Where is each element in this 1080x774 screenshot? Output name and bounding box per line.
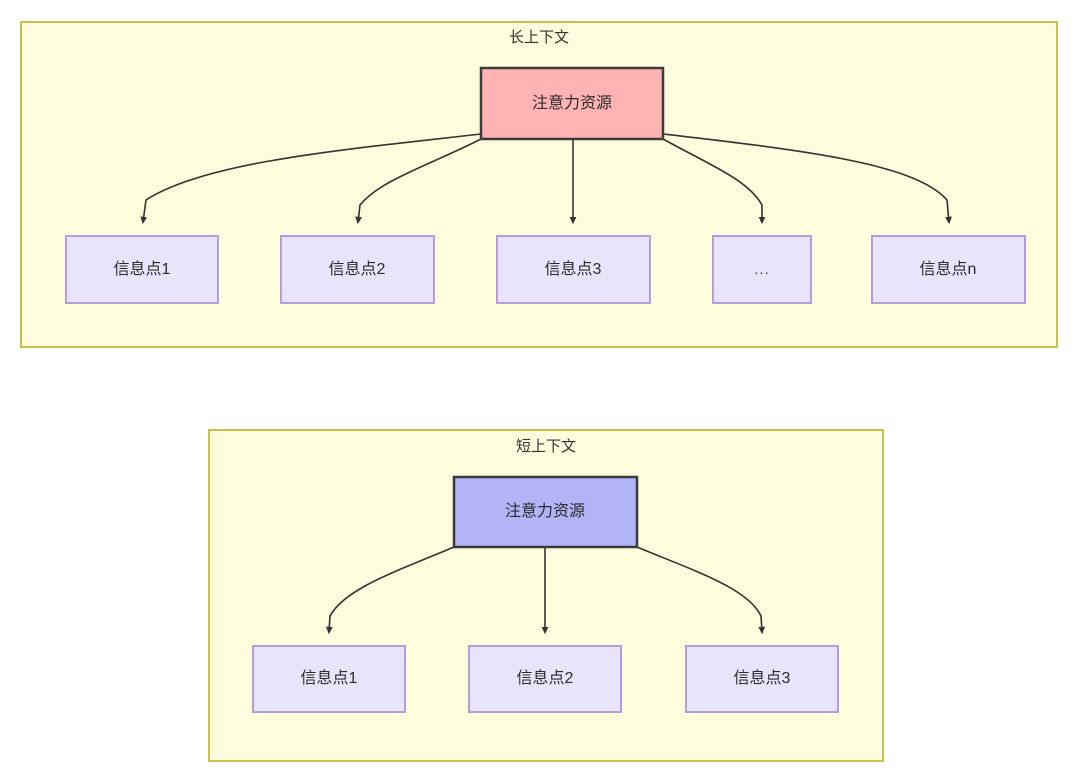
edge-attention-short-to-info-3 [636,546,766,635]
info-point-1-label: 信息点1 [114,260,171,278]
info-point-n[interactable]: 信息点n [871,235,1026,304]
long-context-edges [140,133,952,225]
info-point-1[interactable]: 信息点1 [65,235,219,304]
info-point-3-label: 信息点3 [545,260,602,278]
info-point-ellipsis-label: ... [754,261,770,278]
group-long-context: 长上下文 注意力资源 信息点1 信息点2 [20,21,1058,348]
info-point-3-box[interactable] [496,235,651,304]
short-context-edges [325,546,766,635]
short-info-point-2[interactable]: 信息点2 [468,645,622,713]
info-point-ellipsis-box[interactable] [712,235,812,304]
info-point-2-box[interactable] [280,235,435,304]
short-info-point-2-label: 信息点2 [517,669,574,687]
attention-resource-long-box[interactable] [479,66,665,141]
attention-resource-long[interactable]: 注意力资源 [479,66,665,141]
info-point-2[interactable]: 信息点2 [280,235,435,304]
edge-attention-to-info-1 [140,133,482,225]
edge-attention-to-info-2 [355,138,482,225]
info-point-ellipsis[interactable]: ... [712,235,812,304]
short-info-point-3-label: 信息点3 [734,669,791,687]
attention-resource-long-label: 注意力资源 [532,93,612,112]
info-point-n-label: 信息点n [920,260,977,278]
short-info-point-3[interactable]: 信息点3 [685,645,839,713]
short-info-point-3-box[interactable] [685,645,839,713]
group-short-context: 短上下文 注意力资源 信息点1 信息点2 信息点3 [208,429,884,762]
long-context-title: 长上下文 [509,29,569,46]
info-point-3[interactable]: 信息点3 [496,235,651,304]
short-info-point-1-label: 信息点1 [301,669,358,687]
attention-resource-short-label: 注意力资源 [505,501,585,520]
edge-attention-to-info-n [662,133,952,225]
short-context-title: 短上下文 [516,438,576,455]
short-info-point-2-box[interactable] [468,645,622,713]
short-info-point-1-box[interactable] [252,645,406,713]
attention-resource-short[interactable]: 注意力资源 [452,475,639,549]
info-point-1-box[interactable] [65,235,219,304]
info-point-n-box[interactable] [871,235,1026,304]
short-info-point-1[interactable]: 信息点1 [252,645,406,713]
edge-attention-short-to-info-1 [325,546,455,635]
info-point-2-label: 信息点2 [329,260,386,278]
edge-attention-to-info-ellipsis [662,138,766,225]
attention-resource-short-box[interactable] [452,475,639,549]
